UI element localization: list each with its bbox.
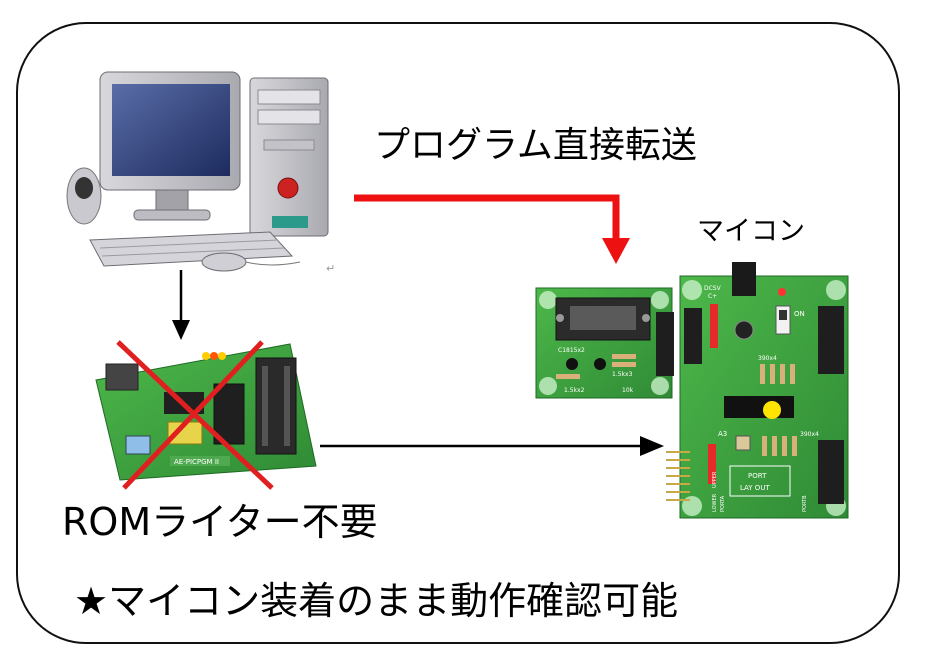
transistor xyxy=(594,358,606,370)
transistor xyxy=(566,358,578,370)
layout-label: LAY OUT xyxy=(740,484,770,492)
transfer-label: プログラム直接転送 xyxy=(374,125,697,166)
down-arrowhead xyxy=(172,320,190,340)
drive-bay xyxy=(257,109,321,125)
serial-cable-board-icon: C1815x2 1.5kx2 1.5kx3 10k xyxy=(535,287,674,399)
return-mark: ↵ xyxy=(326,262,335,275)
microcontroller-board-icon: PORT LAY OUT DCSV C+ ON 390x4 390x4 A3 L… xyxy=(666,262,849,519)
ic-socket xyxy=(213,383,245,445)
mcu-chip xyxy=(724,396,794,418)
lower-label: LOWER xyxy=(712,493,718,512)
desktop-computer-icon xyxy=(66,71,329,272)
res-label-2: 390x4 xyxy=(800,431,819,438)
cable-r2-label: 1.5kx3 xyxy=(612,371,633,378)
capacitor xyxy=(734,320,754,340)
pin-header-right-lower xyxy=(818,440,844,504)
yellow-button xyxy=(763,401,781,419)
rom-writer-board-icon: AE-PICPGM II xyxy=(95,340,317,490)
port-label: PORT xyxy=(748,472,767,480)
rom-writer-label: ROMライター不要 xyxy=(62,500,378,544)
monitor-stand xyxy=(155,189,189,213)
floppy-slot xyxy=(263,139,315,151)
cable-part-label: C1815x2 xyxy=(558,347,585,354)
pin-header xyxy=(656,312,674,376)
portb-label: PORTB xyxy=(802,495,808,512)
power-button-icon xyxy=(277,177,299,199)
feature-label: ★マイコン装着のまま動作確認可能 xyxy=(74,579,679,623)
drive-bay xyxy=(257,89,321,105)
tower-panel xyxy=(272,216,308,228)
led xyxy=(778,288,786,296)
pin-header-right xyxy=(818,306,844,374)
microcomputer-label: マイコン xyxy=(697,216,805,247)
mouse-icon xyxy=(201,252,247,272)
red-arrowhead xyxy=(602,238,630,264)
power-label: DCSV xyxy=(704,285,722,292)
cross-mark xyxy=(122,340,264,490)
cable-r1-label: 1.5kx2 xyxy=(564,387,585,394)
a3-label: A3 xyxy=(718,430,727,438)
power-sub-label: C+ xyxy=(708,293,717,300)
pin-header-left xyxy=(684,308,702,364)
dsub-connector xyxy=(105,363,139,391)
monitor-screen xyxy=(112,84,230,176)
upper-label: UPPER xyxy=(712,471,718,488)
reset-button xyxy=(735,435,751,451)
right-arrowhead xyxy=(640,436,664,456)
rounded-frame xyxy=(16,22,900,644)
cable-r3-label: 10k xyxy=(622,387,634,394)
porta-label: PORTA xyxy=(720,495,726,512)
switch-label: ON xyxy=(794,310,805,318)
writer-label-plate xyxy=(170,456,230,466)
red-transfer-arrow xyxy=(354,194,620,240)
speaker-cone xyxy=(75,177,93,199)
res-label: 390x4 xyxy=(758,355,777,362)
writer-board-label: AE-PICPGM II xyxy=(174,458,219,466)
dc-jack xyxy=(732,262,756,296)
monitor-base xyxy=(133,209,211,221)
